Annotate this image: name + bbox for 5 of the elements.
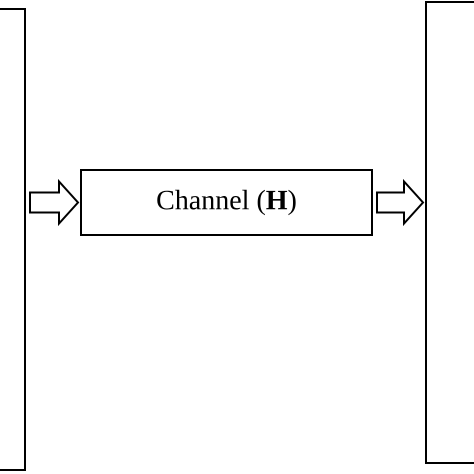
block-arrow <box>376 178 424 226</box>
block-arrow <box>29 178 80 226</box>
panel-box <box>425 1 474 464</box>
panel-box <box>0 8 26 471</box>
channel-box: Channel (H) <box>80 169 373 236</box>
